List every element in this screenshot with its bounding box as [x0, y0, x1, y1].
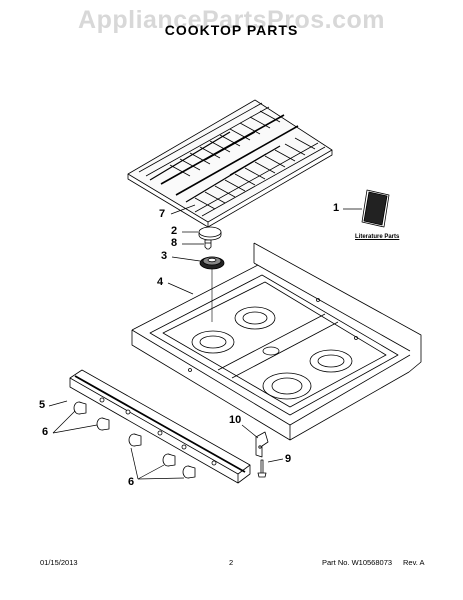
footer-date: 01/15/2013	[40, 558, 78, 567]
cooktop-illustration	[131, 242, 422, 441]
page-title: COOKTOP PARTS	[164, 22, 299, 38]
grate-illustration	[127, 99, 333, 228]
callout-7: 7	[159, 208, 166, 220]
callout-6-upper: 6	[42, 426, 49, 438]
callout-5: 5	[39, 399, 46, 411]
screw-illustration	[257, 459, 267, 478]
callout-6-lower: 6	[128, 476, 135, 488]
footer-page-number: 2	[229, 558, 234, 567]
footer-revision: Rev. A	[403, 558, 425, 567]
watermark-text: AppliancePartsPros.com	[78, 6, 385, 34]
burner-base-illustration	[199, 256, 225, 270]
control-panel-illustration	[69, 369, 251, 484]
callout-3: 3	[161, 250, 168, 262]
callout-10: 10	[229, 414, 242, 426]
callout-4: 4	[157, 276, 164, 288]
footer-part-number: Part No. W10568073	[322, 558, 393, 567]
callout-9: 9	[285, 453, 292, 465]
burner-cap-illustration	[198, 226, 222, 241]
callout-2: 2	[171, 225, 178, 237]
bracket-illustration	[255, 431, 269, 458]
callout-1: 1	[333, 202, 340, 214]
orifice-illustration	[204, 239, 212, 250]
knobs-illustration	[73, 401, 196, 479]
literature-parts-label: Literature Parts	[355, 234, 400, 240]
callout-8: 8	[171, 237, 178, 249]
literature-booklet-illustration	[361, 189, 390, 228]
leader-lines	[48, 204, 362, 480]
